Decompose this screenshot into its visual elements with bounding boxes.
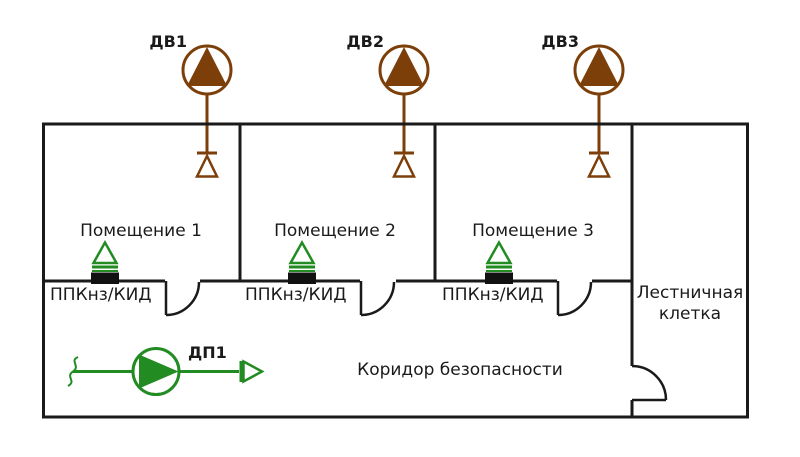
device-label-2: ППКнз/КИД — [245, 285, 347, 305]
supply-fan-label-3: ДВ3 — [541, 32, 579, 51]
fan-impeller-icon — [188, 47, 226, 84]
door-arc-room1 — [165, 281, 201, 317]
supply-fan-symbol-3 — [573, 44, 625, 178]
supply-fan-label-2: ДВ2 — [346, 32, 384, 51]
outer-wall — [42, 122, 749, 419]
stairwell-name: Лестничная клетка — [636, 283, 744, 324]
air-outlet-icon — [194, 153, 220, 178]
room-name-1: Помещение 1 — [80, 221, 202, 241]
fan-impeller-icon — [385, 47, 423, 84]
door-arc-stairwell — [631, 364, 668, 401]
device-box-icon-2 — [288, 272, 316, 284]
fan-impeller-icon — [580, 47, 618, 84]
supply-fan-label-1: ДВ1 — [149, 32, 187, 51]
room-name-2: Помещение 2 — [274, 221, 396, 241]
room-air-valve-1 — [91, 239, 119, 272]
device-box-icon-3 — [485, 272, 513, 284]
air-outlet-icon — [391, 153, 417, 178]
room-air-valve-icon — [485, 239, 513, 265]
device-label-1: ППКнз/КИД — [50, 285, 152, 305]
supply-fan-symbol-1 — [181, 44, 233, 178]
flow-arrow-icon — [242, 359, 265, 384]
room-air-valve-icon — [91, 239, 119, 265]
door-arc-room3 — [557, 281, 593, 317]
supply-fan-symbol-2 — [378, 44, 430, 178]
doors — [164, 281, 668, 402]
air-outlet-icon — [586, 153, 612, 178]
pressurization-fan-label: ДП1 — [188, 343, 227, 362]
walls — [42, 122, 749, 419]
room-air-valve-icon — [288, 239, 316, 265]
device-boxes — [91, 272, 513, 284]
pressurization-fan-symbol — [67, 347, 265, 396]
room-air-valve-3 — [485, 239, 513, 272]
door-arc-room2 — [360, 281, 396, 317]
corridor-name: Коридор безопасности — [357, 360, 563, 380]
device-box-icon-1 — [91, 272, 119, 284]
room-name-3: Помещение 3 — [472, 221, 594, 241]
room-air-valve-2 — [288, 239, 316, 272]
device-label-3: ППКнз/КИД — [442, 285, 544, 305]
fan-impeller-icon — [139, 354, 179, 389]
